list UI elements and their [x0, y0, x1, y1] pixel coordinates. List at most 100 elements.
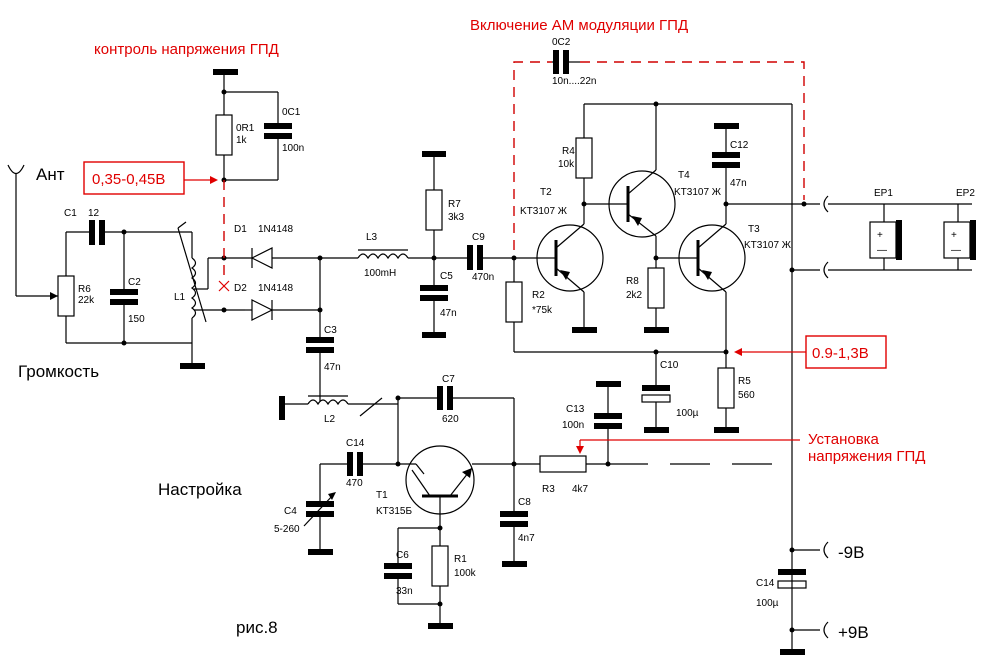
c6-value: 33n: [396, 586, 413, 597]
resistor-0r1: [215, 114, 233, 156]
inductor-l2: [307, 399, 349, 406]
c3-value: 47n: [324, 362, 341, 373]
c2-value: 150: [128, 314, 145, 325]
r7-ref: R7: [448, 199, 461, 210]
0r1-ref: 0R1: [236, 123, 255, 134]
c14a-ref: C14: [346, 438, 365, 449]
r1-value: 100k: [454, 568, 477, 579]
jack-2: [823, 261, 829, 279]
0c1-ref: 0C1: [282, 107, 301, 118]
r6-ref: R6: [78, 284, 91, 295]
l2-ref: L2: [324, 414, 336, 425]
inductor-l1: [190, 257, 197, 319]
note-am: Включение АМ модуляции ГПД: [470, 17, 688, 34]
figure-label: рис.8: [236, 618, 278, 637]
c3-ref: C3: [324, 325, 337, 336]
r7-value: 3k3: [448, 212, 465, 223]
voltage-value-2: 0.9-1,3В: [812, 345, 869, 362]
diode-d2: [251, 299, 320, 321]
c2-ref: C2: [128, 277, 141, 288]
r4-value: 10k: [558, 159, 575, 170]
note-control: контроль напряжения ГПД: [94, 41, 279, 58]
resistor-r6: [57, 232, 75, 343]
r3-ref: R3: [542, 484, 555, 495]
diode-d1: [250, 247, 320, 269]
r8-ref: R8: [626, 276, 639, 287]
t3-value: KT3107 Ж: [744, 240, 792, 251]
transistor-t1: [405, 445, 514, 528]
t2-ref: T2: [540, 187, 552, 198]
l1-ref: L1: [174, 292, 186, 303]
c4-ref: C4: [284, 506, 297, 517]
voltage-value-1: 0,35-0,45В: [92, 171, 165, 188]
r2-value: *75k: [532, 305, 553, 316]
c7-value: 620: [442, 414, 459, 425]
0c1-value: 100n: [282, 143, 304, 154]
c4-value: 5-260: [274, 524, 300, 535]
transistor-t4: [584, 104, 676, 268]
c1-value: 12: [88, 208, 100, 219]
tuning-label: Настройка: [158, 480, 242, 499]
resistor-r8: [647, 267, 665, 309]
0c2-ref: 0C2: [552, 37, 571, 48]
c12-value: 47n: [730, 178, 747, 189]
resistor-r2: [505, 281, 523, 323]
0r1-value: 1k: [236, 135, 248, 146]
resistor-r3: [539, 455, 587, 473]
transistor-t3: [656, 223, 746, 293]
c13-value: 100n: [562, 420, 584, 431]
l3-value: 100mH: [364, 268, 396, 279]
t4-value: KT3107 Ж: [674, 187, 722, 198]
c14b-value: 100µ: [756, 598, 779, 609]
resistor-r4: [575, 137, 593, 179]
c5-value: 47n: [440, 308, 457, 319]
c14a-value: 470: [346, 478, 363, 489]
c9-ref: C9: [472, 232, 485, 243]
inductor-l3: [357, 253, 409, 260]
d1-value: 1N4148: [258, 224, 293, 235]
antenna: [7, 164, 58, 300]
c9-value: 470n: [472, 272, 494, 283]
c13-ref: C13: [566, 404, 585, 415]
r5-ref: R5: [738, 376, 751, 387]
c6-ref: C6: [396, 550, 409, 561]
t3-ref: T3: [748, 224, 760, 235]
c10-value: 100µ: [676, 408, 699, 419]
r6-value: 22k: [78, 295, 95, 306]
resistor-r5: [717, 367, 735, 409]
r2-ref: R2: [532, 290, 545, 301]
0c2-value: 10n....22n: [552, 76, 596, 87]
volume-label: Громкость: [18, 362, 99, 381]
c14b-ref: C14: [756, 578, 775, 589]
antenna-label: Ант: [36, 165, 65, 184]
minus9-label: -9В: [838, 543, 864, 562]
c12-ref: C12: [730, 140, 749, 151]
c1-ref: C1: [64, 208, 77, 219]
ep1-ref: EP1: [874, 188, 893, 199]
jack-1: [823, 195, 829, 213]
d2-ref: D2: [234, 283, 247, 294]
voltage-box-1: [83, 161, 185, 195]
transistor-t2: [536, 223, 604, 333]
r5-value: 560: [738, 390, 755, 401]
ep2-ref: EP2: [956, 188, 975, 199]
c10-ref: C10: [660, 360, 679, 371]
power-jack-minus: [823, 541, 829, 559]
svg-text:+: +: [951, 230, 957, 241]
svg-text:—: —: [877, 245, 887, 256]
c7-ref: C7: [442, 374, 455, 385]
d1-ref: D1: [234, 224, 247, 235]
r8-value: 2k2: [626, 290, 643, 301]
l3-ref: L3: [366, 232, 378, 243]
t4-ref: T4: [678, 170, 690, 181]
r3-value: 4k7: [572, 484, 589, 495]
t1-value: KT315Б: [376, 506, 412, 517]
power-jack-plus: [823, 621, 829, 639]
c8-value: 4n7: [518, 533, 535, 544]
plus9-label: +9В: [838, 623, 869, 642]
r1-ref: R1: [454, 554, 467, 565]
t2-value: KT3107 Ж: [520, 206, 568, 217]
c5-ref: C5: [440, 271, 453, 282]
t1-ref: T1: [376, 490, 388, 501]
